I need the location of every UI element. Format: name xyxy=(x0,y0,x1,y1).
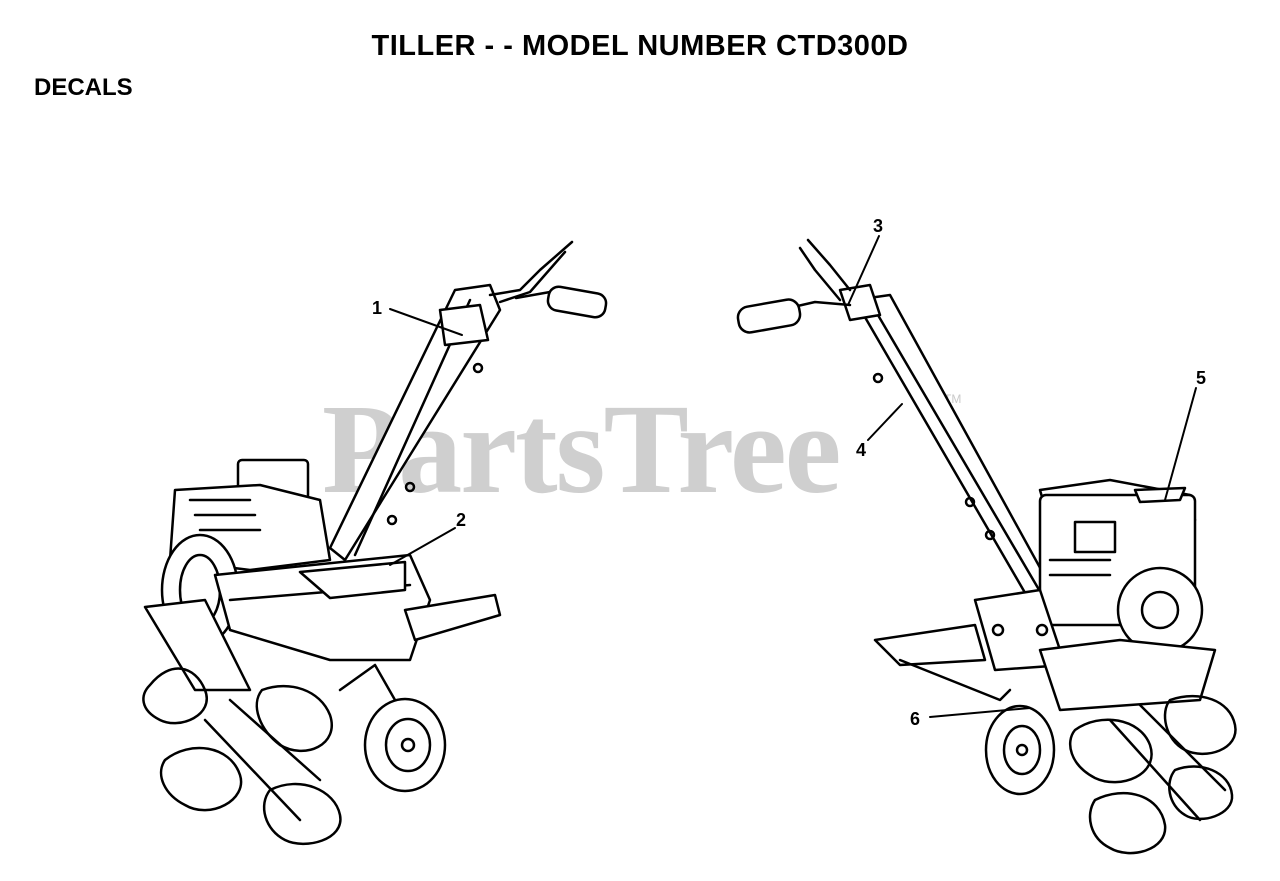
leader-4 xyxy=(867,403,903,441)
right-tiller-illustration xyxy=(736,238,1237,855)
leader-6 xyxy=(929,707,1031,718)
callout-3: 3 xyxy=(873,216,883,236)
callout-1: 1 xyxy=(372,298,382,318)
left-tiller-illustration xyxy=(142,240,608,845)
callout-leaders xyxy=(389,235,1197,718)
leader-2 xyxy=(389,527,456,566)
page-title: TILLER - - MODEL NUMBER CTD300D xyxy=(371,30,909,62)
leader-1 xyxy=(389,308,463,336)
section-heading: DECALS xyxy=(34,74,133,101)
callout-4: 4 xyxy=(856,440,866,460)
callout-5: 5 xyxy=(1196,368,1206,388)
leader-5 xyxy=(1164,387,1197,501)
callout-2: 2 xyxy=(456,510,466,530)
leader-3 xyxy=(847,235,880,306)
callout-6: 6 xyxy=(910,709,920,729)
